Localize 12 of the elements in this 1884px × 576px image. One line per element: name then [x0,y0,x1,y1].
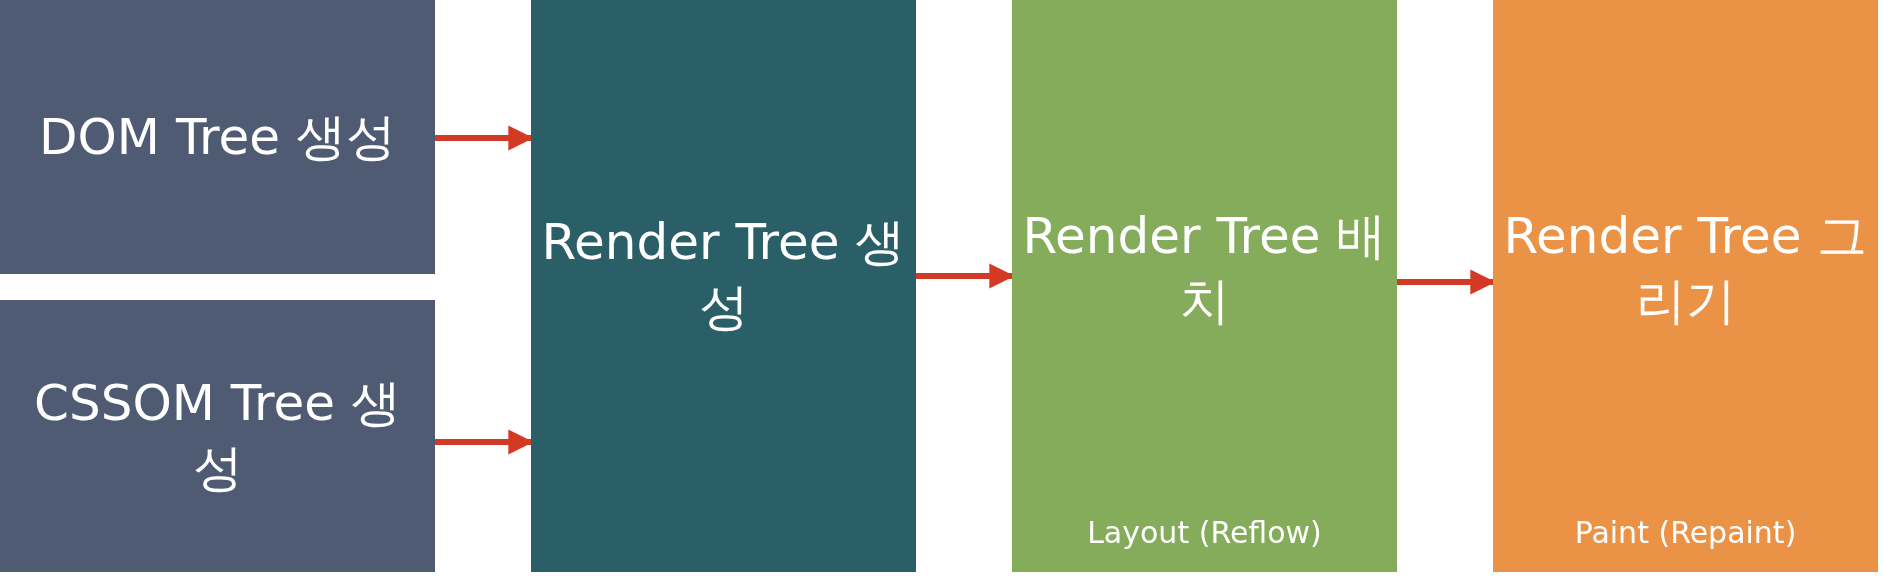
step-subtitle: Layout (Reflow) [1086,515,1323,550]
process-box [531,0,916,572]
process-box [0,0,435,274]
step-label: DOM Tree 생성 [38,106,397,168]
step-label: CSSOM Tree 생성 [33,373,402,499]
step-label: Render Tree 생성 [540,211,907,338]
process-box [1012,0,1397,572]
step-label: Render Tree 그리기 [1502,205,1869,332]
process-box [0,300,435,572]
step-label: Render Tree 배치 [1021,205,1388,332]
process-box [1493,0,1878,572]
step-subtitle: Paint (Repaint) [1573,515,1798,550]
